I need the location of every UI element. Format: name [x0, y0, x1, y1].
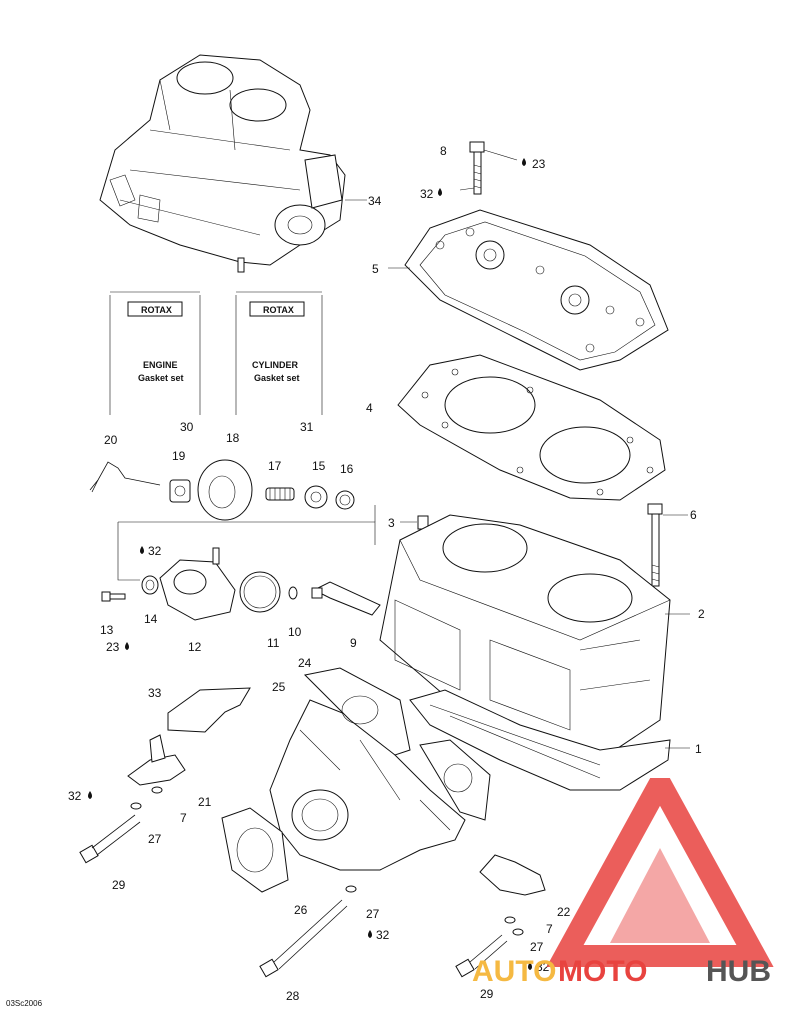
figure-code: 03Sc2006 [6, 999, 43, 1008]
stud-29-left [79, 814, 141, 864]
label-27-mid: 27 [366, 907, 380, 921]
head-gasket [397, 354, 666, 501]
label-13: 13 [100, 623, 114, 637]
label-32-top: 32 [420, 187, 434, 201]
label-7-right: 7 [546, 922, 553, 936]
engine-block [99, 54, 346, 273]
label-4: 4 [366, 401, 373, 415]
bracket-21 [127, 734, 186, 786]
label-33: 33 [148, 686, 162, 700]
spring-17 [265, 487, 295, 501]
bracket-22 [479, 854, 546, 896]
label-26: 26 [294, 903, 308, 917]
label-31: 31 [300, 420, 314, 434]
label-23-top: 23 [532, 157, 546, 171]
label-2: 2 [698, 607, 705, 621]
watermark-text-1: AUTO [472, 955, 556, 988]
cylinder-gasket-kit: ROTAX CYLINDER Gasket set [235, 291, 323, 415]
seal-14 [141, 575, 159, 595]
fitting-9 [311, 581, 381, 616]
label-32-pump: 32 [148, 544, 162, 558]
label-32-right: 32 [536, 960, 550, 974]
automotohub-watermark: AUTO MOTO HUB [472, 778, 774, 988]
label-22: 22 [557, 905, 571, 919]
label-9: 9 [350, 636, 357, 650]
engine-kit-line2: Gasket set [138, 373, 184, 383]
label-15: 15 [312, 459, 326, 473]
label-8: 8 [440, 144, 447, 158]
base-gasket [409, 689, 671, 791]
engine-kit-brand: ROTAX [141, 305, 172, 315]
lubricant-drops [88, 158, 532, 970]
label-21: 21 [198, 795, 212, 809]
cylinder-kit-line1: CYLINDER [252, 360, 299, 370]
screw-13 [101, 591, 126, 602]
label-6: 6 [690, 508, 697, 522]
label-29-right: 29 [480, 987, 494, 1001]
stud-29-right [455, 934, 508, 978]
label-27-right: 27 [530, 940, 544, 954]
label-30: 30 [180, 420, 194, 434]
label-11: 11 [267, 636, 280, 650]
impeller-19 [169, 479, 191, 503]
label-10: 10 [288, 625, 302, 639]
label-5: 5 [372, 262, 379, 276]
gasket-26 [221, 807, 289, 893]
engine-kit-line1: ENGINE [143, 360, 178, 370]
gasket-24 [303, 667, 491, 821]
label-17: 17 [268, 459, 282, 473]
bolt-6 [647, 503, 663, 587]
washer-10 [288, 586, 298, 600]
label-32-left: 32 [68, 789, 82, 803]
thermostat-15 [304, 485, 328, 509]
engine-gasket-kit: ROTAX ENGINE Gasket set [109, 291, 201, 415]
label-27-left: 27 [148, 832, 162, 846]
clip-20 [89, 461, 161, 493]
cylinder-head [404, 209, 669, 371]
label-24: 24 [298, 656, 312, 670]
label-18: 18 [226, 431, 240, 445]
o-ring-11 [239, 571, 281, 613]
label-12: 12 [188, 640, 202, 654]
label-16: 16 [340, 462, 354, 476]
stud-28 [259, 899, 348, 978]
watermark-triangle-icon [546, 778, 774, 967]
label-29-left: 29 [112, 878, 126, 892]
label-7-left: 7 [180, 811, 187, 825]
label-25: 25 [272, 680, 286, 694]
exhaust-manifold-25 [269, 699, 466, 871]
label-32-mid: 32 [376, 928, 390, 942]
leader-lines [345, 149, 690, 749]
label-23-pump: 23 [106, 640, 120, 654]
callout-labels: 8 23 32 34 5 4 30 31 20 18 19 17 15 16 3… [6, 144, 705, 1008]
gasket-33 [167, 687, 251, 733]
label-19: 19 [172, 449, 186, 463]
seal-16 [335, 490, 355, 510]
cylinder [379, 514, 671, 761]
watermark-text-3: HUB [706, 955, 771, 988]
watermark-text-2: MOTO [558, 955, 647, 988]
label-1: 1 [695, 742, 702, 756]
washers [130, 786, 524, 936]
label-20: 20 [104, 433, 118, 447]
label-14: 14 [144, 612, 158, 626]
bolt-8 [469, 141, 485, 195]
label-28: 28 [286, 989, 300, 1003]
thermostat-housing-12 [159, 547, 236, 621]
cylinder-kit-brand: ROTAX [263, 305, 294, 315]
label-3: 3 [388, 516, 395, 530]
cylinder-kit-line2: Gasket set [254, 373, 300, 383]
housing-cover-18 [197, 459, 253, 521]
label-34: 34 [368, 194, 382, 208]
